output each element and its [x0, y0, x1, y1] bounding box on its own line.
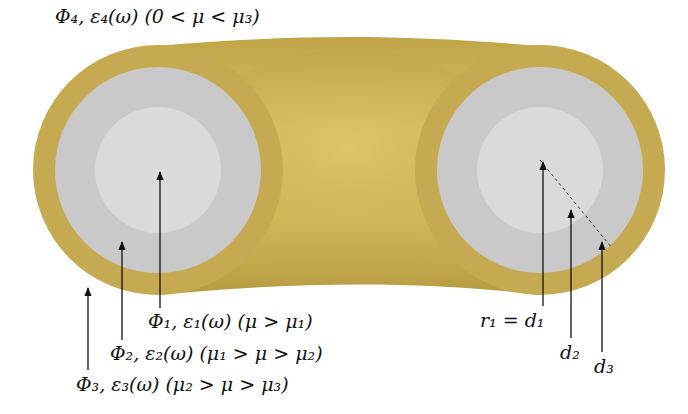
dimension-label: d₂: [560, 342, 580, 363]
leader-arrow: [87, 288, 88, 370]
dimension-label: d₃: [594, 356, 614, 377]
outer-layer: [33, 45, 283, 295]
region-label: Φ₁, ε₁(ω) (μ > μ₁): [148, 311, 313, 332]
inner-core: [477, 107, 603, 233]
region-label: Φ₄, ε₄(ω) (0 < μ < μ₃): [55, 6, 260, 27]
middle-layer: [437, 67, 643, 273]
inner-core: [95, 107, 221, 233]
outer-layer: [415, 45, 665, 295]
leader-arrow: [159, 172, 160, 308]
middle-layer: [55, 67, 261, 273]
region-label: Φ₃, ε₃(ω) (μ₂ > μ > μ₃): [76, 374, 289, 395]
leader-arrow: [542, 162, 543, 306]
leader-arrow: [570, 210, 571, 338]
dimension-label: r₁ = d₁: [480, 310, 544, 331]
leader-arrow: [601, 242, 602, 352]
leader-arrow: [121, 242, 122, 340]
region-label: Φ₂, ε₂(ω) (μ₁ > μ > μ₂): [110, 343, 323, 364]
radius-line: [540, 160, 612, 248]
